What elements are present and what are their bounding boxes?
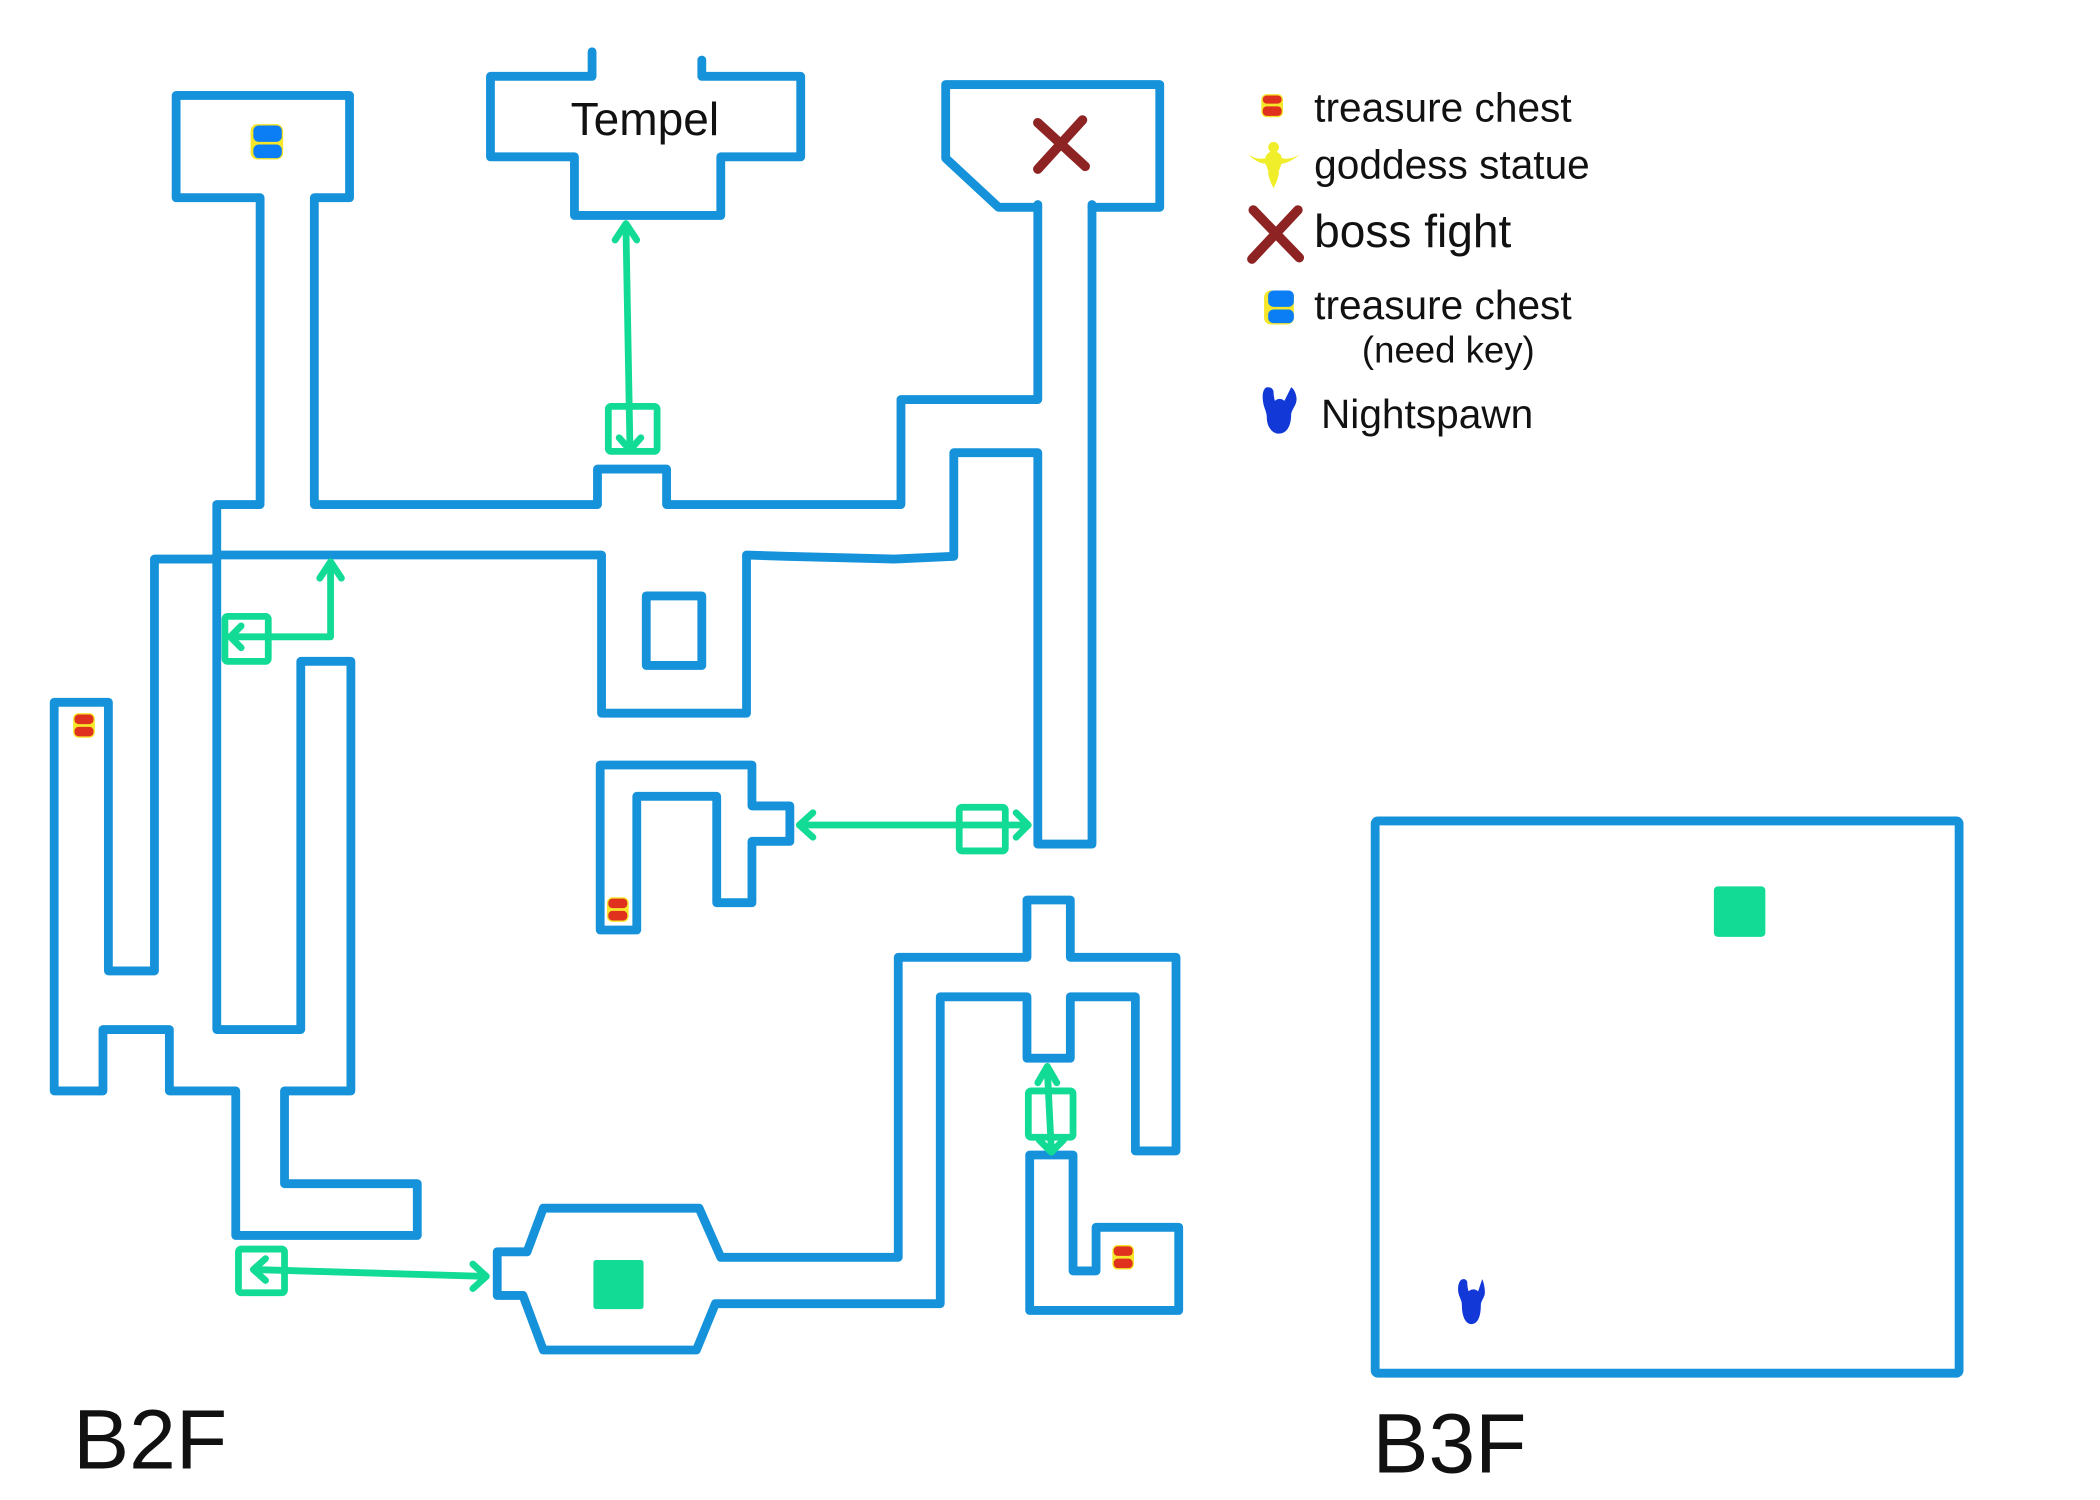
legend-item-boss-fight: boss fight <box>1247 205 1511 264</box>
treasure-chest-icon <box>1261 94 1284 118</box>
floor-b3f: B3F <box>1370 816 1964 1491</box>
legend-label: treasure chest <box>1314 282 1572 328</box>
room-label-tempel: Tempel <box>571 93 719 145</box>
pillar <box>641 591 707 670</box>
treasure-chest-icon <box>1112 1245 1134 1270</box>
legend-item-locked-chest: treasure chest (need key) <box>1264 282 1572 371</box>
stairs-block-b3f[interactable] <box>1713 886 1766 937</box>
stairs-link-tempel[interactable] <box>604 220 661 455</box>
corridor-left-outer <box>49 550 422 1240</box>
stairs-link-right[interactable] <box>1024 1062 1077 1156</box>
goddess-statue-icon <box>1247 141 1301 189</box>
floor-label-b2f: B2F <box>73 1392 227 1486</box>
legend-label: boss fight <box>1314 205 1511 257</box>
hall-bottom-wall <box>212 200 1097 849</box>
boss-fight-icon <box>1033 115 1090 174</box>
room-locked-chest <box>171 91 354 507</box>
floor-label-b3f: B3F <box>1372 1396 1526 1490</box>
room-bottom-right-chest <box>1025 1150 1184 1315</box>
room-tempel <box>486 47 806 220</box>
legend-label: Nightspawn <box>1321 391 1533 437</box>
treasure-chest-icon <box>73 713 95 738</box>
legend-item-treasure-chest: treasure chest <box>1261 84 1572 130</box>
locked-treasure-chest-icon <box>1264 290 1294 325</box>
hall-top-wall <box>309 200 1043 509</box>
locked-treasure-chest-icon <box>250 124 284 160</box>
stairs-block-b2f[interactable] <box>593 1260 644 1310</box>
treasure-chest-icon <box>606 897 629 922</box>
legend-item-nightspawn: Nightspawn <box>1262 387 1533 437</box>
nightspawn-icon <box>1262 387 1297 434</box>
stairs-link-middle[interactable] <box>795 803 1032 855</box>
legend-sublabel: (need key) <box>1362 330 1535 371</box>
stairs-link-left[interactable] <box>221 558 345 665</box>
room-boss <box>941 80 1165 212</box>
legend-item-goddess-statue: goddess statue <box>1247 141 1590 189</box>
room-middle-chest <box>595 760 795 935</box>
legend-label: treasure chest <box>1314 84 1572 130</box>
stairs-link-bottom[interactable] <box>235 1245 490 1297</box>
legend-label: goddess statue <box>1314 142 1590 188</box>
corridor-bottom-right <box>492 895 1181 1355</box>
room-b3f <box>1370 816 1964 1378</box>
boss-fight-icon <box>1247 205 1305 264</box>
floor-b2f: Tempel <box>49 47 1184 1487</box>
nightspawn-icon <box>1458 1279 1485 1325</box>
legend: treasure chest goddess statue boss fight… <box>1247 84 1590 437</box>
